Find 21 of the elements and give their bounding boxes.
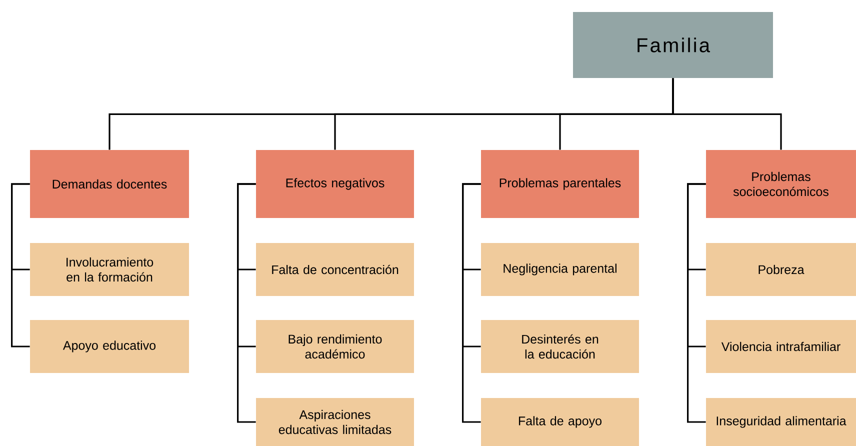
category-box: Problemas socioeconómicos xyxy=(706,150,856,218)
item-box: Involucramiento en la formación xyxy=(30,243,189,296)
item-box: Desinterés en la educación xyxy=(481,320,639,373)
category-box: Demandas docentes xyxy=(30,150,189,218)
item-box: Apoyo educativo xyxy=(30,320,189,373)
item-box: Falta de concentración xyxy=(256,243,414,296)
category-box: Efectos negativos xyxy=(256,150,414,218)
connector-line xyxy=(672,78,782,150)
connector-line xyxy=(687,183,706,423)
connector-line xyxy=(462,183,481,423)
item-box: Inseguridad alimentaria xyxy=(706,398,856,446)
item-box: Violencia intrafamiliar xyxy=(706,320,856,373)
connector-line xyxy=(237,183,256,423)
root-box: Familia xyxy=(573,12,773,78)
item-box: Bajo rendimiento académico xyxy=(256,320,414,373)
item-box: Negligencia parental xyxy=(481,243,639,296)
category-box: Problemas parentales xyxy=(481,150,639,218)
item-box: Pobreza xyxy=(706,243,856,296)
item-box: Falta de apoyo xyxy=(481,398,639,446)
item-box: Aspiraciones educativas limitadas xyxy=(256,398,414,446)
connector-line xyxy=(11,183,30,348)
